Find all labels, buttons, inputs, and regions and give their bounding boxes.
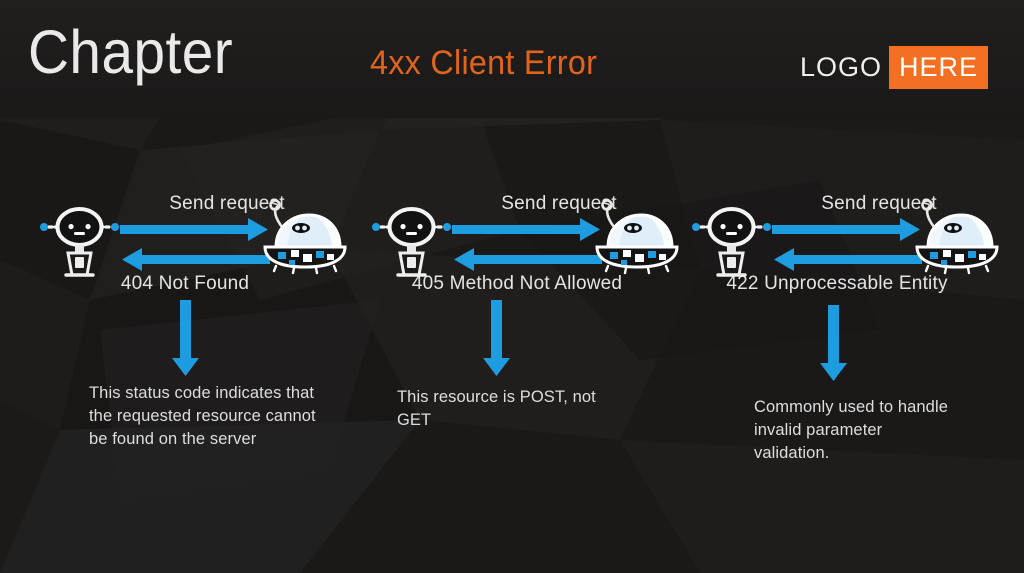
request-label: Send request	[821, 193, 937, 214]
flow-group-405: Send request 405 Method Not Allowed	[352, 185, 682, 305]
down-arrow-422	[820, 305, 847, 381]
description-405: This resource is POST, not GET	[397, 388, 596, 429]
header-band	[0, 0, 1024, 118]
down-arrow-404	[172, 300, 199, 376]
slide-subtitle: 4xx Client Error	[370, 44, 598, 82]
client-robot-icon	[372, 207, 451, 277]
page-title: Chapter	[28, 18, 234, 86]
logo-word-text: LOGO	[799, 52, 882, 82]
description-404: This status code indicates that the requ…	[89, 384, 316, 448]
request-response-arrows	[120, 218, 270, 271]
description-422: Commonly used to handle invalid paramete…	[754, 398, 948, 462]
response-label: 404 Not Found	[120, 273, 250, 294]
logo-placeholder: LOGO HERE	[800, 46, 988, 89]
request-response-arrows	[772, 218, 922, 271]
request-label: Send request	[169, 193, 285, 214]
logo-box-text: HERE	[888, 46, 988, 89]
request-label: Send request	[501, 193, 617, 214]
server-ufo-icon	[595, 199, 679, 275]
server-ufo-icon	[915, 199, 999, 275]
response-label: 422 Unprocessable Entity	[726, 273, 948, 294]
flow-group-422: Send request 422 Unprocessable Entity	[672, 185, 1002, 305]
response-label: 405 Method Not Allowed	[411, 273, 623, 294]
client-robot-icon	[692, 207, 771, 277]
request-response-arrows	[452, 218, 602, 271]
client-robot-icon	[40, 207, 119, 277]
down-arrow-405	[483, 300, 510, 376]
flow-group-404: Send request 404 Not Found	[20, 185, 350, 305]
server-ufo-icon	[263, 199, 347, 275]
